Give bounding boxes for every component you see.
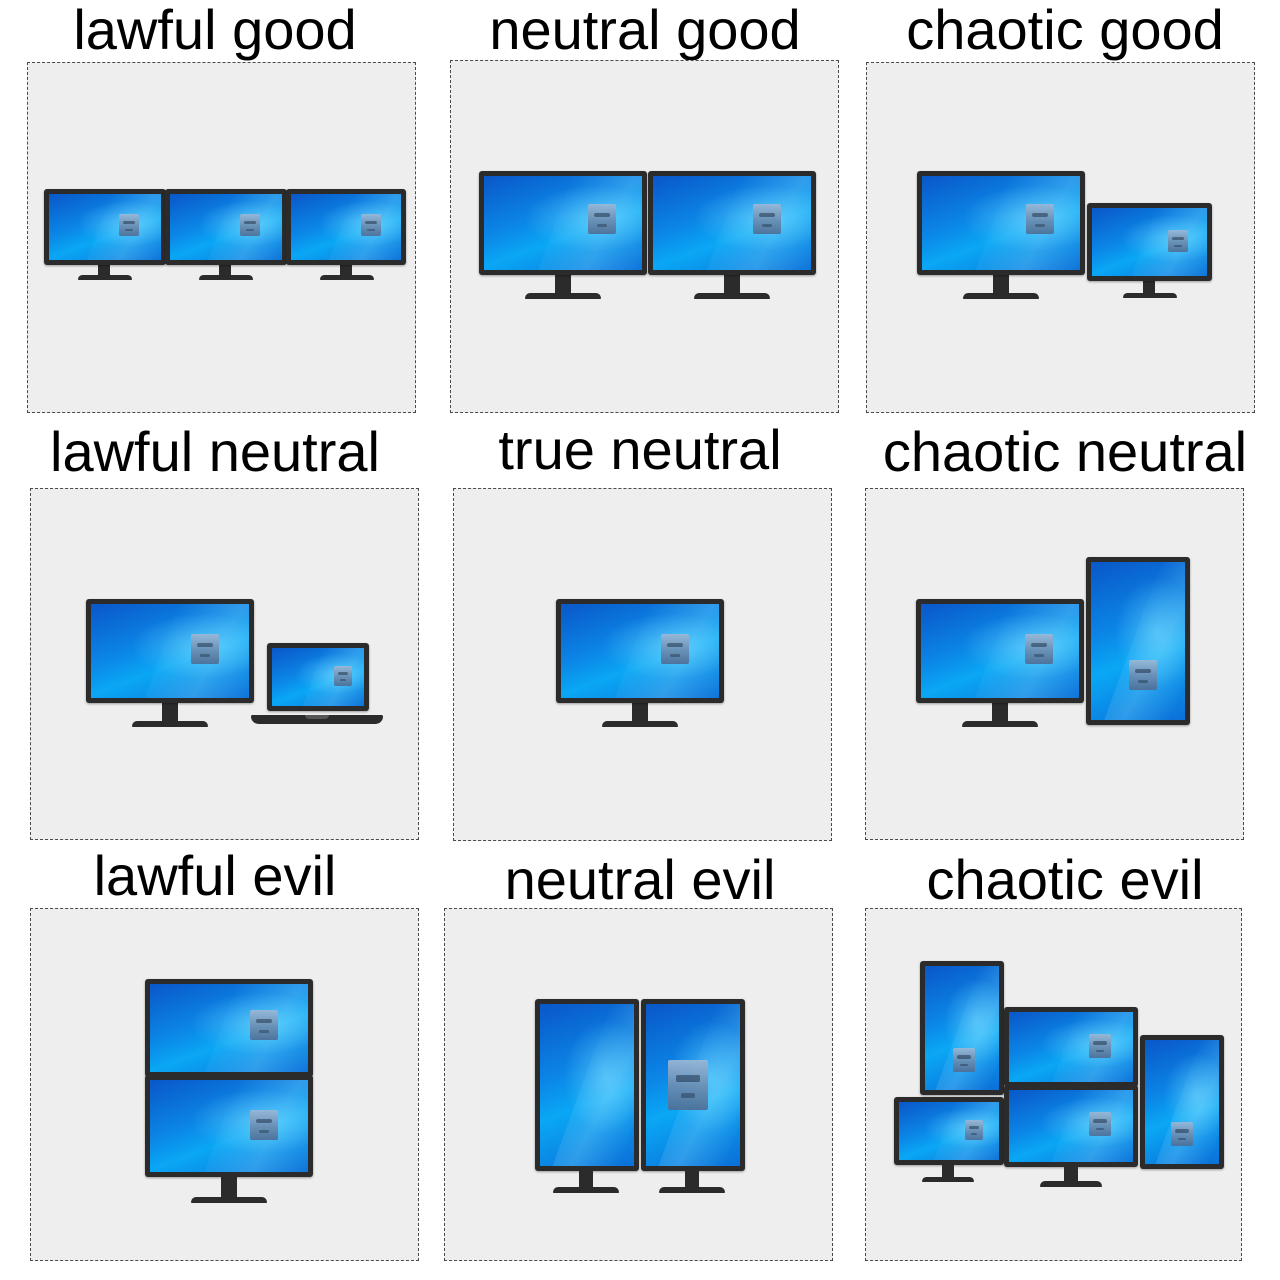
cell-title: chaotic neutral [882, 420, 1248, 483]
wallpaper-face-icon [361, 214, 381, 236]
cell-panel [866, 62, 1255, 413]
cell-lawful-neutral: lawful neutral [0, 420, 430, 850]
wallpaper-face-icon [661, 634, 689, 664]
cell-panel [30, 488, 419, 840]
cell-panel [865, 908, 1242, 1261]
monitor-icon [556, 599, 726, 729]
wallpaper-face-icon [965, 1120, 983, 1140]
wallpaper-face-icon [240, 214, 260, 236]
monitor-icon [920, 961, 1006, 1097]
cell-lawful-good: lawful good [0, 0, 430, 420]
cell-title: true neutral [498, 418, 782, 481]
cell-panel [865, 488, 1244, 840]
cell-panel [30, 908, 419, 1261]
wallpaper-face-icon [191, 634, 219, 664]
wallpaper-face-icon [1168, 230, 1188, 252]
cell-neutral-evil: neutral evil [430, 850, 850, 1280]
cell-chaotic-good: chaotic good [850, 0, 1280, 420]
wallpaper-face-icon [1025, 634, 1053, 664]
monitor-icon [1087, 203, 1213, 299]
laptop-icon [251, 643, 383, 729]
wallpaper-face-icon [1026, 204, 1054, 234]
wallpaper-face-icon [250, 1010, 278, 1040]
monitor-icon [1004, 1085, 1140, 1193]
cell-title: lawful neutral [50, 420, 380, 483]
monitor-icon [44, 189, 168, 281]
wallpaper-face-icon [1129, 660, 1157, 690]
wallpaper-face-icon [119, 214, 139, 236]
monitor-icon [479, 171, 649, 301]
monitor-icon [1004, 1007, 1140, 1089]
cell-title: lawful good [73, 0, 357, 61]
cell-panel [444, 908, 833, 1261]
monitor-icon [145, 979, 315, 1209]
wallpaper-face-icon [953, 1048, 975, 1072]
cell-title: neutral good [489, 0, 801, 61]
cell-chaotic-neutral: chaotic neutral [850, 420, 1280, 850]
monitor-icon [535, 999, 641, 1195]
cell-panel [27, 62, 416, 413]
monitor-icon [916, 599, 1086, 729]
cell-title: chaotic evil [926, 848, 1204, 911]
monitor-icon [648, 171, 818, 301]
cell-true-neutral: true neutral [430, 420, 850, 850]
cell-lawful-evil: lawful evil [0, 844, 430, 1280]
cell-panel [450, 60, 839, 413]
wallpaper-face-icon [753, 204, 781, 234]
monitor-icon [165, 189, 289, 281]
wallpaper-face-icon [668, 1060, 708, 1110]
wallpaper-face-icon [1089, 1034, 1111, 1058]
wallpaper-face-icon [588, 204, 616, 234]
monitor-icon [1086, 557, 1192, 727]
cell-title: neutral evil [504, 848, 776, 911]
wallpaper-face-icon [1171, 1122, 1193, 1146]
wallpaper-face-icon [250, 1110, 278, 1140]
wallpaper-face-icon [334, 666, 352, 686]
cell-title: lawful evil [93, 844, 337, 907]
cell-title: chaotic good [906, 0, 1224, 61]
wallpaper-face-icon [1089, 1112, 1111, 1136]
monitor-icon [641, 999, 747, 1195]
monitor-icon [917, 171, 1087, 301]
monitor-icon [894, 1097, 1006, 1187]
monitor-icon [1140, 1035, 1226, 1171]
monitor-icon [86, 599, 256, 729]
cell-panel [453, 488, 832, 841]
cell-neutral-good: neutral good [430, 0, 860, 420]
cell-chaotic-evil: chaotic evil [850, 850, 1280, 1280]
monitor-icon [286, 189, 410, 281]
